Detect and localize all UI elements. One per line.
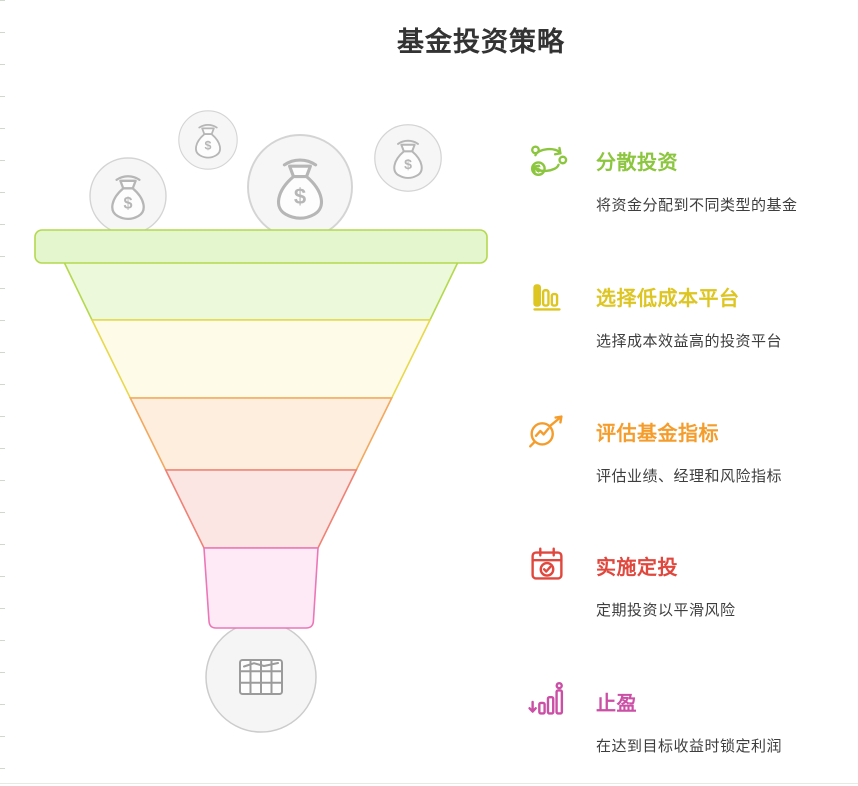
funnel-layer-1 — [62, 261, 460, 321]
step-title-metrics: 评估基金指标 — [596, 422, 719, 445]
step-desc-platform: 选择成本效益高的投资平台 — [596, 333, 783, 350]
step-desc-auto-invest: 定期投资以平滑风险 — [596, 602, 736, 619]
funnel-layer-3 — [129, 397, 393, 471]
money-bag-icon-1 — [88, 156, 168, 236]
step-title-platform: 选择低成本平台 — [596, 287, 740, 310]
left-edge-ruling — [0, 0, 5, 786]
bottom-edge-rule — [0, 783, 858, 784]
funnel-layer-2 — [90, 319, 432, 399]
page-title: 基金投资策略 — [397, 27, 565, 57]
money-bag-icon-3 — [246, 133, 354, 241]
magnifier-chart-icon — [524, 408, 570, 454]
coin-dollar: $ — [536, 164, 541, 174]
step-item-auto-invest: 实施定投 定期投资以平滑风险 — [524, 542, 854, 620]
step-item-diversify: $ 分散投资 将资金分配到不同类型的基金 — [524, 137, 854, 215]
funnel-layer-5 — [203, 547, 319, 629]
spreadsheet-icon — [239, 659, 283, 695]
money-bag-icon-2 — [177, 109, 239, 171]
step-desc-take-profit: 在达到目标收益时锁定利润 — [596, 738, 783, 755]
bar-chart-icon — [524, 273, 570, 319]
step-desc-metrics: 评估业绩、经理和风险指标 — [596, 468, 783, 485]
funnel-top-bar — [34, 229, 488, 264]
step-desc-diversify: 将资金分配到不同类型的基金 — [596, 197, 798, 214]
step-title-take-profit: 止盈 — [596, 692, 637, 715]
step-item-metrics: 评估基金指标 评估业绩、经理和风险指标 — [524, 408, 854, 486]
step-title-diversify: 分散投资 — [596, 151, 678, 174]
step-title-auto-invest: 实施定投 — [596, 556, 678, 579]
funnel — [34, 229, 488, 629]
money-bag-icon-4 — [373, 123, 443, 193]
step-item-platform: 选择低成本平台 选择成本效益高的投资平台 — [524, 273, 854, 351]
calendar-check-icon — [524, 542, 570, 588]
funnel-layer-4 — [164, 469, 358, 549]
step-item-take-profit: 止盈 在达到目标收益时锁定利润 — [524, 678, 854, 756]
result-chart-circle — [205, 621, 317, 733]
profit-bars-icon — [524, 678, 570, 724]
diversify-icon: $ — [524, 137, 570, 183]
